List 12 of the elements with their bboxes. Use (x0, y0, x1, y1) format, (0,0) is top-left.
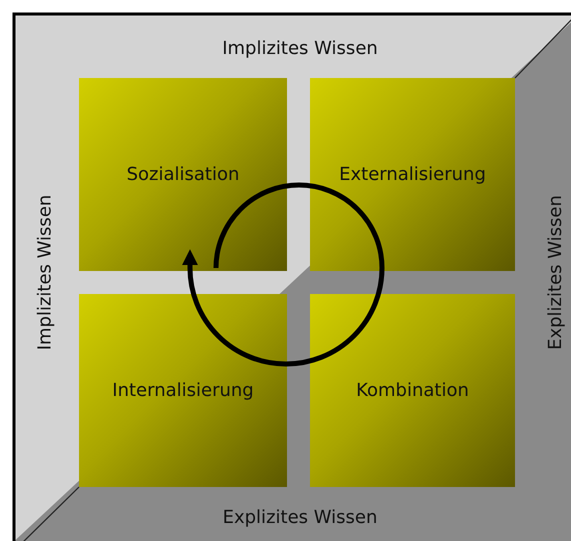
quadrant-title: Sozialisation (126, 164, 240, 185)
axis-label: Explizites Wissen (544, 194, 566, 350)
quadrant-box (79, 78, 287, 271)
quadrant-box (79, 294, 287, 487)
axis-label: Explizites Wissen (222, 506, 378, 528)
quadrant-title: Internalisierung (112, 380, 254, 401)
axis-label: Implizites Wissen (34, 194, 56, 350)
quadrant-box (310, 78, 515, 271)
quadrant-box (310, 294, 515, 487)
axis-label: Implizites Wissen (222, 38, 378, 58)
quadrant-title: Kombination (356, 380, 469, 401)
quadrant-title: Externalisierung (339, 164, 486, 185)
